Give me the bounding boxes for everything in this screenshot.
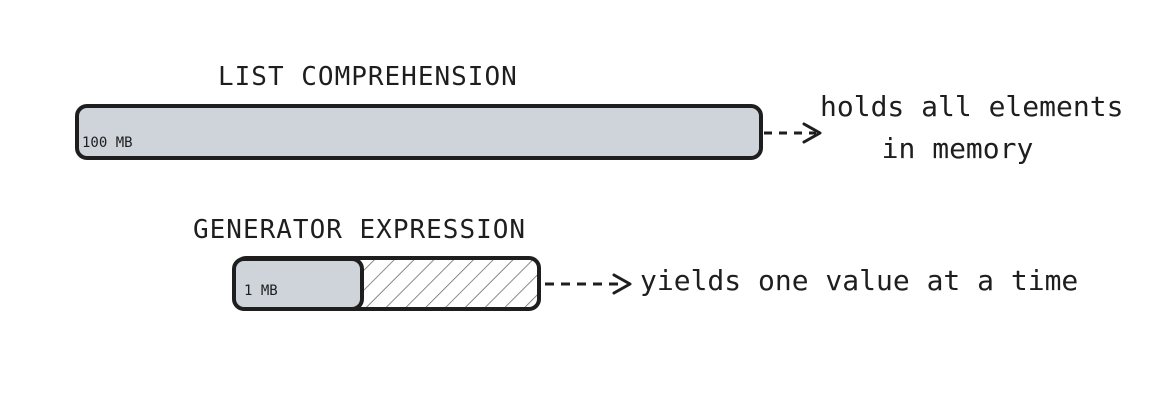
list-comprehension-title: LIST COMPREHENSION: [218, 62, 518, 92]
list-comprehension-size-label: 100 MB: [82, 135, 133, 151]
generator-expression-title: GENERATOR EXPRESSION: [193, 215, 527, 245]
generator-bar: [232, 257, 364, 311]
generator-expression-note: yields one value at a time: [640, 264, 1079, 297]
list-note-line-1: holds all elements: [820, 90, 1124, 123]
list-arrow: [764, 122, 822, 144]
list-comprehension-note: holds all elements in memory: [820, 86, 1124, 170]
generator-expression-size-label: 1 MB: [244, 283, 278, 299]
generator-arrow: [545, 273, 632, 295]
list-comprehension-bar: [75, 104, 763, 160]
list-note-line-2: in memory: [881, 132, 1034, 165]
